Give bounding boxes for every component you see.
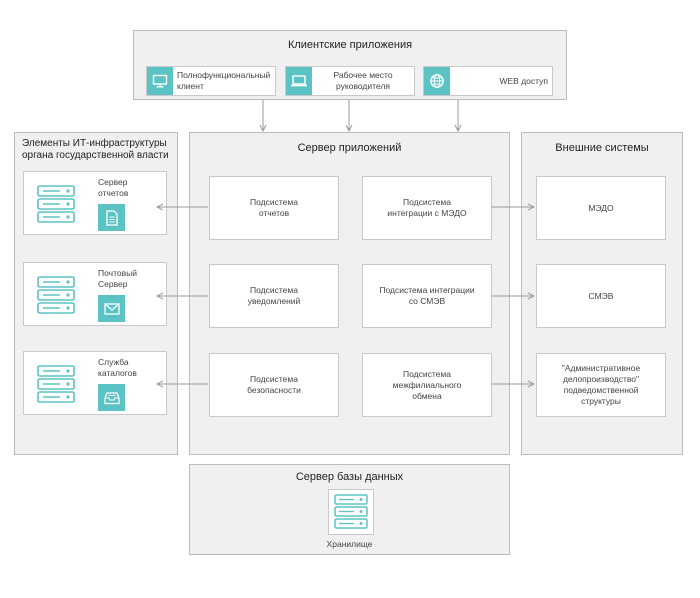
server-rack-icon <box>37 276 75 314</box>
client-full-label: Полнофункциональный клиент <box>177 70 271 91</box>
storage-server-icon <box>334 494 368 529</box>
subsystem-reports[interactable]: Подсистема отчетов <box>209 176 339 240</box>
globe-icon <box>424 67 450 95</box>
subsystem-interbranch-label: Подсистема межфилиального обмена <box>392 368 462 401</box>
subsystem-medo-label: Подсистема интеграции с МЭДО <box>387 197 467 218</box>
subsystem-security[interactable]: Подсистема безопасности <box>209 353 339 417</box>
subsystem-smev[interactable]: Подсистема интеграции со СМЭВ <box>362 264 492 328</box>
db-server-title: Сервер базы данных <box>295 471 404 483</box>
infra-report-server-label: Сервер отчетов <box>98 177 129 198</box>
laptop-icon <box>286 67 312 95</box>
infra-directory-service[interactable]: Служба каталогов <box>23 351 167 415</box>
infra-mail-server[interactable]: Почтовый Сервер <box>23 262 167 326</box>
document-icon <box>98 204 125 231</box>
server-rack-icon <box>37 185 75 223</box>
external-systems-title: Внешние системы <box>555 142 649 154</box>
client-apps-panel: Клиентские приложения Полнофункциональны… <box>133 30 567 100</box>
db-server-panel: Сервер базы данных Хранилище <box>189 464 510 555</box>
subsystem-security-label: Подсистема безопасности <box>247 374 301 395</box>
external-medo[interactable]: МЭДО <box>536 176 666 240</box>
client-web[interactable]: WEB доступ <box>423 66 553 96</box>
app-server-panel: Сервер приложений Подсистема отчетов Под… <box>189 132 510 455</box>
subsystem-reports-label: Подсистема отчетов <box>250 197 298 218</box>
external-medo-label: МЭДО <box>588 202 614 213</box>
server-rack-icon <box>37 365 75 403</box>
inbox-tray-icon <box>98 384 125 411</box>
monitor-icon <box>147 67 173 95</box>
client-full[interactable]: Полнофункциональный клиент <box>146 66 276 96</box>
infra-directory-service-label: Служба каталогов <box>98 357 137 378</box>
subsystem-interbranch[interactable]: Подсистема межфилиального обмена <box>362 353 492 417</box>
client-apps-title: Клиентские приложения <box>287 39 413 51</box>
client-manager[interactable]: Рабочее место руководителя <box>285 66 415 96</box>
external-smev[interactable]: СМЭВ <box>536 264 666 328</box>
subsystem-medo[interactable]: Подсистема интеграции с МЭДО <box>362 176 492 240</box>
infra-mail-server-label: Почтовый Сервер <box>98 268 137 289</box>
client-manager-label: Рабочее место руководителя <box>333 70 393 91</box>
subsystem-notifications[interactable]: Подсистема уведомлений <box>209 264 339 328</box>
infra-report-server[interactable]: Сервер отчетов <box>23 171 167 235</box>
subsystem-smev-label: Подсистема интеграции со СМЭВ <box>379 285 475 306</box>
client-web-label: WEB доступ <box>499 75 548 86</box>
envelope-icon <box>98 295 125 322</box>
storage-label: Хранилище <box>326 539 373 549</box>
it-infra-panel: Элементы ИТ-инфраструктуры органа госуда… <box>14 132 178 455</box>
external-smev-label: СМЭВ <box>588 290 614 301</box>
external-admin-docs-label: "Административное делопроизводство" подв… <box>561 363 641 406</box>
app-server-title: Сервер приложений <box>297 142 402 154</box>
subsystem-notifications-label: Подсистема уведомлений <box>247 285 301 306</box>
storage-box[interactable] <box>328 489 374 535</box>
it-infra-title: Элементы ИТ-инфраструктуры органа госуда… <box>22 138 169 161</box>
external-systems-panel: Внешние системы МЭДО СМЭВ "Административ… <box>521 132 683 455</box>
external-admin-docs[interactable]: "Административное делопроизводство" подв… <box>536 353 666 417</box>
